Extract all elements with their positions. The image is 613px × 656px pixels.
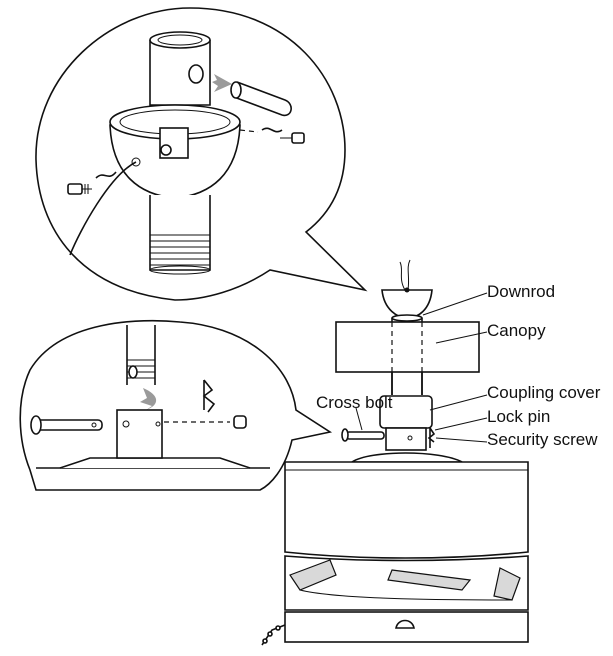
lock-pin-detail (202, 379, 216, 413)
light-kit-base (284, 611, 529, 643)
threaded-rod-detail (149, 195, 211, 275)
label-coupling-cover-text: Coupling cover (487, 383, 601, 402)
downrod-tube-detail (149, 31, 211, 106)
coupling-cup-detail (109, 104, 241, 199)
downward-arrow (140, 388, 157, 410)
top-detail-callout (35, 7, 368, 301)
canopy (335, 321, 480, 373)
cross-bolt-detail (230, 81, 292, 117)
label-cross-bolt-text: Cross bolt (316, 393, 393, 412)
label-security-screw: Security screw (435, 430, 598, 449)
cross-bolt (341, 428, 385, 442)
blade-section (284, 555, 529, 611)
main-fan-assembly (261, 259, 529, 646)
label-security-screw-text: Security screw (487, 430, 598, 449)
label-downrod-text: Downrod (487, 282, 555, 301)
coupling-block-detail (116, 409, 163, 459)
mount-cup (381, 259, 433, 319)
label-canopy-text: Canopy (487, 321, 546, 340)
label-lock-pin-text: Lock pin (487, 407, 550, 426)
label-downrod: Downrod (422, 282, 555, 316)
label-cross-bolt: Cross bolt (316, 393, 393, 431)
label-lock-pin: Lock pin (434, 407, 550, 431)
insert-arrow (212, 74, 232, 92)
left-detail-callout (19, 319, 333, 491)
lock-pin (427, 427, 436, 448)
security-screw-side-detail (164, 415, 247, 429)
security-screw-detail-left (67, 161, 137, 256)
label-canopy: Canopy (435, 321, 546, 344)
security-screw-detail-right (239, 127, 305, 144)
pull-chain-beads (262, 625, 281, 644)
downrod-end-detail (126, 325, 156, 385)
cross-bolt-side-detail (30, 415, 103, 435)
label-coupling-cover: Coupling cover (429, 383, 601, 411)
motor-housing (284, 461, 529, 559)
coupling-cover (379, 395, 433, 451)
